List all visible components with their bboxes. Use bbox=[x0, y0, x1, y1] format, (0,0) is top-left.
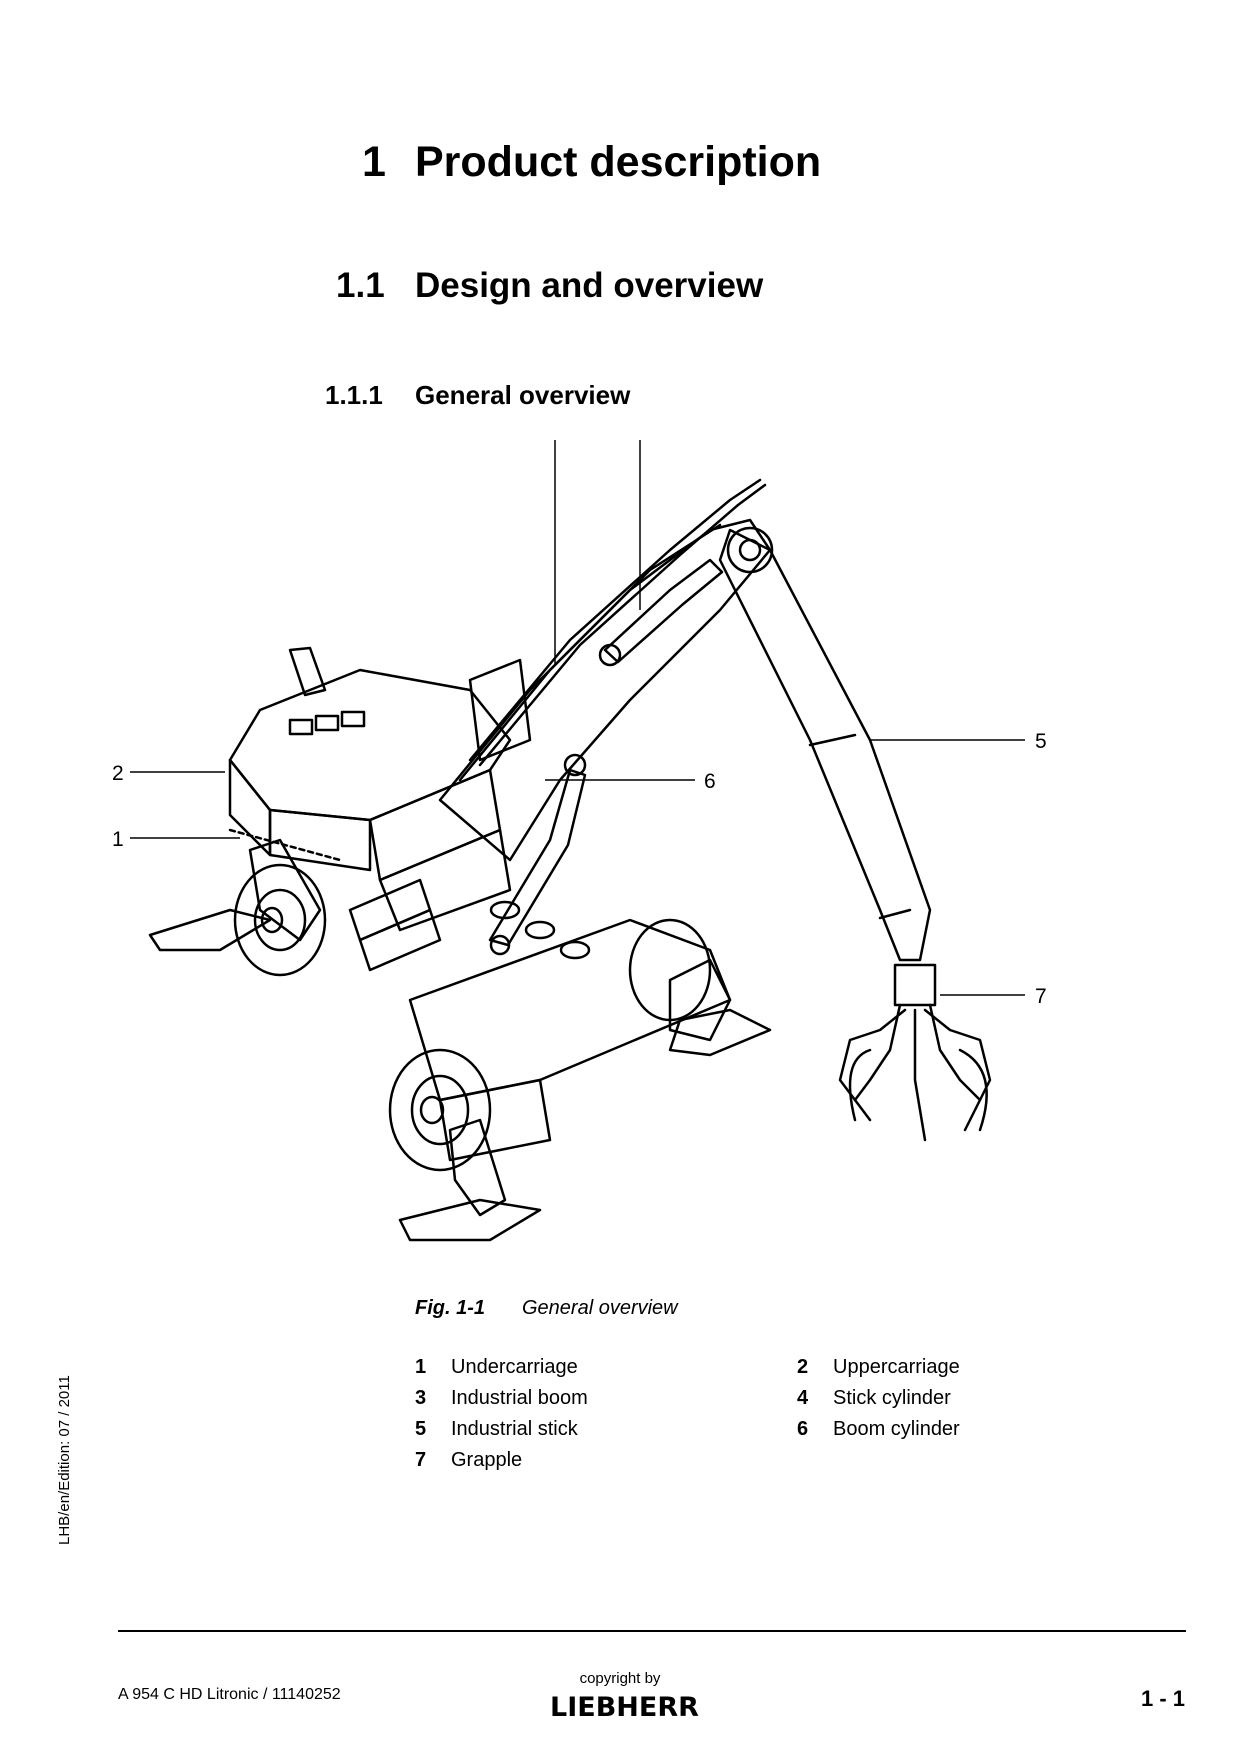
edition-side-text: LHB/en/Edition: 07 / 2011 bbox=[56, 1375, 73, 1545]
legend-label: Stick cylinder bbox=[833, 1387, 951, 1409]
legend-number: 3 bbox=[415, 1387, 427, 1409]
callout-5: 5 bbox=[1035, 730, 1047, 753]
grapple-drawing bbox=[838, 963, 992, 1142]
section-number: 1.1 bbox=[336, 266, 385, 305]
legend-label: Uppercarriage bbox=[833, 1356, 960, 1378]
legend-label: Industrial boom bbox=[451, 1387, 588, 1409]
uppercarriage-drawing bbox=[228, 646, 532, 932]
footer-copyright: copyright by bbox=[579, 1670, 661, 1687]
chapter-number: 1 bbox=[362, 138, 386, 186]
industrial-boom-drawing bbox=[438, 478, 774, 862]
figure-caption-text: General overview bbox=[522, 1297, 678, 1319]
footer-divider bbox=[118, 1630, 1186, 1632]
boom-cylinder-drawing bbox=[488, 753, 587, 956]
legend-label: Industrial stick bbox=[451, 1418, 578, 1440]
stick-cylinder-drawing bbox=[598, 558, 724, 667]
undercarriage-drawing bbox=[148, 838, 772, 1242]
subsection-title: General overview bbox=[415, 380, 631, 410]
callout-1: 1 bbox=[112, 828, 124, 851]
legend-number: 1 bbox=[415, 1356, 427, 1378]
legend-number: 7 bbox=[415, 1449, 427, 1471]
legend-number: 5 bbox=[415, 1418, 427, 1440]
footer-model: A 954 C HD Litronic / 11140252 bbox=[118, 1686, 341, 1703]
section-title: Design and overview bbox=[415, 266, 764, 305]
legend-label: Boom cylinder bbox=[833, 1418, 960, 1440]
legend-label: Grapple bbox=[451, 1449, 523, 1471]
callout-6: 6 bbox=[704, 770, 716, 793]
legend-label: Undercarriage bbox=[451, 1356, 578, 1378]
page-number: 1 - 1 bbox=[1140, 1686, 1185, 1711]
liebherr-logo: LIEBHERR bbox=[550, 1692, 699, 1723]
subsection-number: 1.1.1 bbox=[325, 380, 383, 410]
general-overview-figure: 1 2 3 4 5 6 7 bbox=[112, 440, 1047, 1242]
callout-7: 7 bbox=[1035, 985, 1047, 1008]
industrial-stick-drawing bbox=[718, 528, 932, 962]
callout-2: 2 bbox=[112, 762, 124, 785]
figure-number: Fig. 1-1 bbox=[415, 1297, 486, 1319]
legend-number: 6 bbox=[797, 1418, 809, 1440]
legend-number: 2 bbox=[797, 1356, 809, 1378]
chapter-title: Product description bbox=[415, 138, 822, 186]
legend-number: 4 bbox=[797, 1387, 809, 1409]
